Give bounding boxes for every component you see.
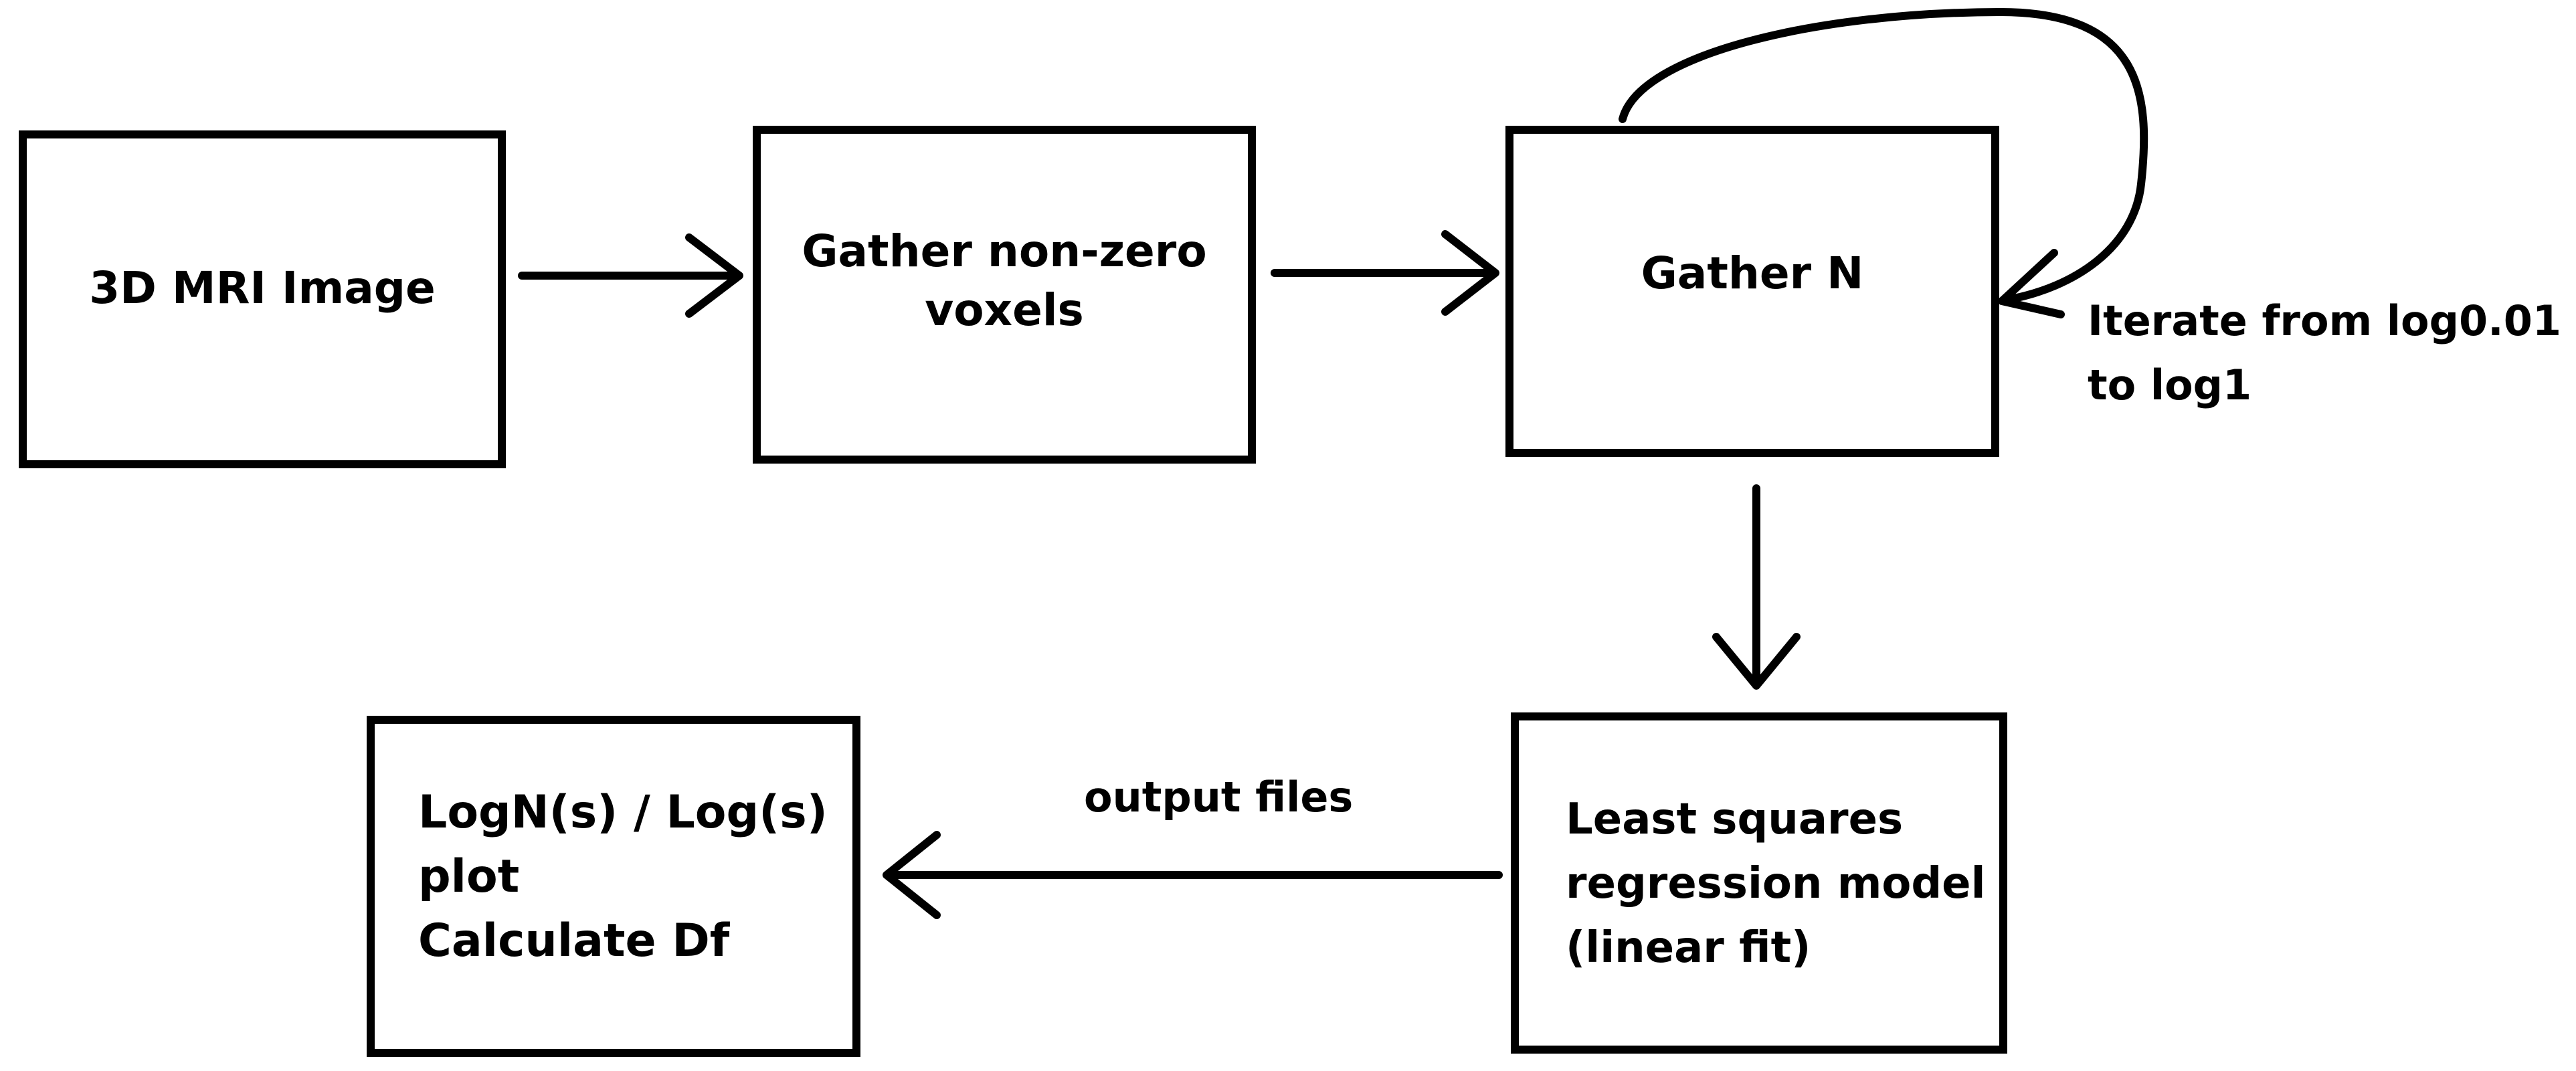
output-files-label: output files xyxy=(1084,773,1354,821)
arrow-voxels-to-gather-n xyxy=(1271,230,1499,316)
box-plot-calculate-df: LogN(s) / Log(s) plot Calculate Df xyxy=(367,716,860,1057)
box-regression-model: Least squares regression model (linear f… xyxy=(1511,712,2007,1054)
iterate-label: Iterate from log0.01 to log1 xyxy=(2088,296,2561,409)
box-3d-mri-image-label: 3D MRI Image xyxy=(89,262,436,314)
box-gather-n: Gather N xyxy=(1505,126,1999,457)
box-plot-calculate-df-label: LogN(s) / Log(s) plot Calculate Df xyxy=(418,786,828,967)
box-regression-model-label: Least squares regression model (linear f… xyxy=(1566,795,1986,973)
box-gather-non-zero-voxels-label: Gather non-zero voxels xyxy=(802,225,1207,336)
box-3d-mri-image: 3D MRI Image xyxy=(19,130,506,468)
arrow-gather-n-to-regression xyxy=(1712,484,1801,690)
box-gather-non-zero-voxels: Gather non-zero voxels xyxy=(753,126,1256,464)
arrow-regression-to-plot xyxy=(883,831,1503,919)
arrow-mri-to-voxels xyxy=(518,233,743,318)
box-gather-n-label: Gather N xyxy=(1641,248,1864,299)
